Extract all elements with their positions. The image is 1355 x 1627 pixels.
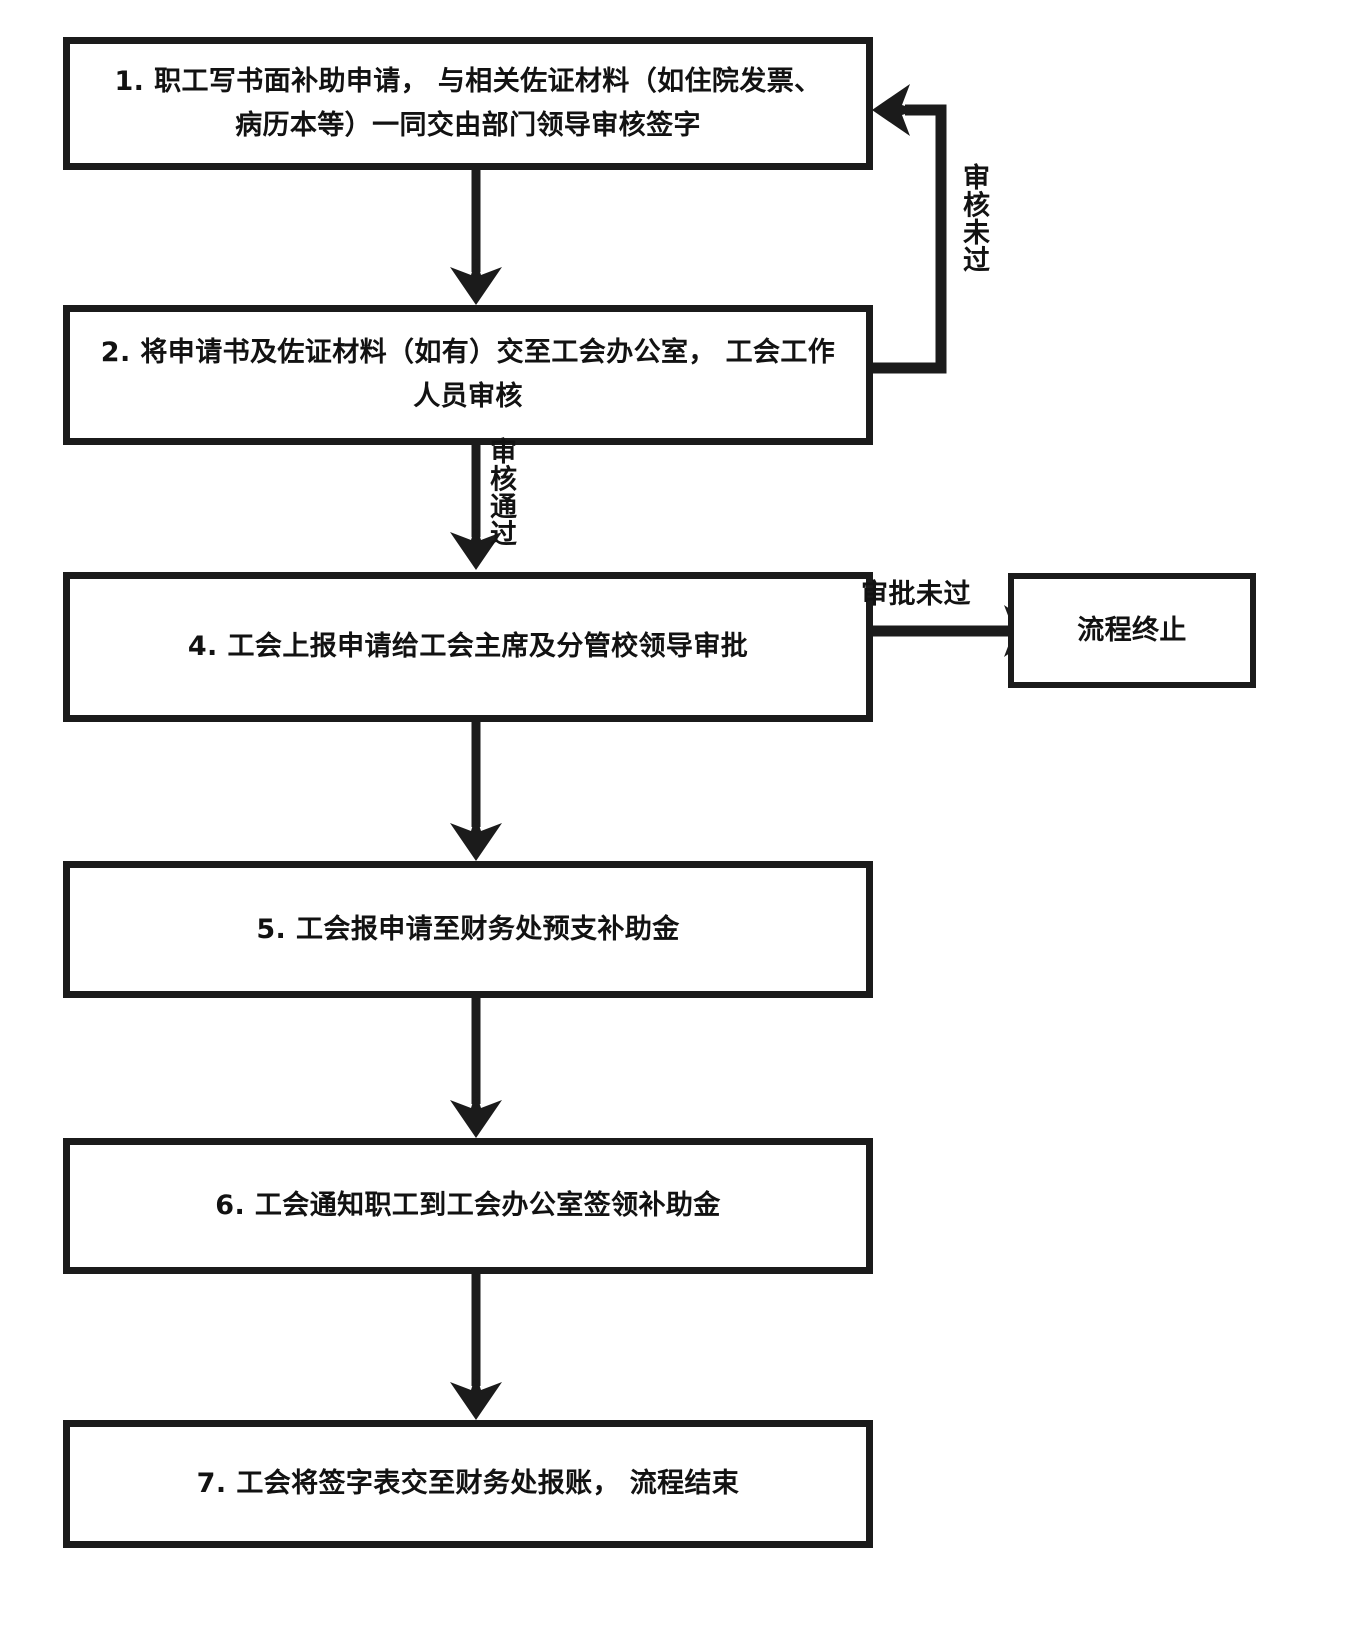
edge-label-review-passed: 审核通过 — [485, 437, 516, 547]
connector-step4-step5 — [450, 722, 502, 861]
node-terminate[interactable]: 流程终止 — [1008, 573, 1256, 688]
node-step2[interactable]: 2. 将申请书及佐证材料（如有）交至工会办公室， 工会工作 人员审核 — [63, 305, 873, 445]
node-step5[interactable]: 5. 工会报申请至财务处预支补助金 — [63, 861, 873, 998]
connector-step2-step1-feedback — [872, 84, 947, 374]
connector-step6-step7 — [450, 1274, 502, 1420]
connector-step1-step2 — [450, 170, 502, 305]
node-step6[interactable]: 6. 工会通知职工到工会办公室签领补助金 — [63, 1138, 873, 1274]
edge-label-review-failed: 审核未过 — [958, 163, 989, 273]
node-step7[interactable]: 7. 工会将签字表交至财务处报账， 流程结束 — [63, 1420, 873, 1548]
node-step4[interactable]: 4. 工会上报申请给工会主席及分管校领导审批 — [63, 572, 873, 722]
node-step1[interactable]: 1. 职工写书面补助申请， 与相关佐证材料（如住院发票、 病历本等）一同交由部门… — [63, 37, 873, 170]
edge-label-approval-failed: 审批未过 — [861, 579, 971, 610]
connector-step5-step6 — [450, 998, 502, 1138]
